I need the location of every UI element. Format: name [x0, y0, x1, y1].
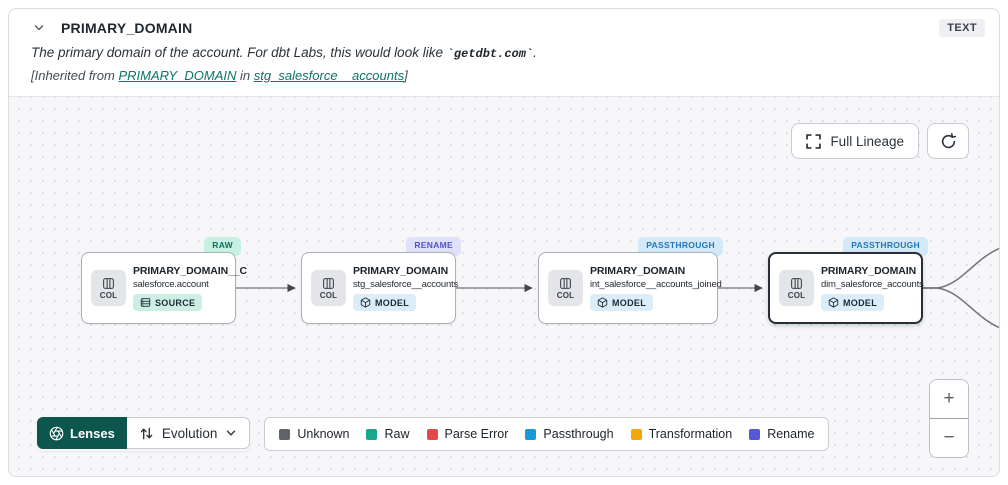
inherited-prefix: [Inherited from — [31, 68, 119, 83]
lens-controls: Lenses Evolution Unknown Raw Parse Error… — [37, 417, 830, 451]
lineage-node-staging[interactable]: RENAME COL PRIMARY_DOMAIN stg_salesforce… — [301, 237, 461, 324]
inherited-model-link[interactable]: stg_salesforce__accounts — [253, 68, 405, 83]
resource-type-badge: MODEL — [353, 294, 416, 311]
mutation-tag: RENAME — [406, 237, 461, 256]
edge-fork-up — [923, 247, 999, 289]
node-model-name: salesforce.account — [133, 279, 209, 290]
full-lineage-label: Full Lineage — [830, 133, 904, 149]
node-model-name: stg_salesforce__accounts — [353, 279, 459, 290]
mutation-tag: PASSTHROUGH — [843, 237, 928, 256]
inherited-note: [Inherited from PRIMARY_DOMAIN in stg_sa… — [31, 68, 985, 83]
legend-item: Parse Error — [426, 427, 509, 441]
zoom-divider — [930, 418, 968, 419]
lens-selector: Lenses Evolution — [37, 417, 251, 451]
node-column-name: PRIMARY_DOMAIN — [821, 265, 917, 277]
column-description: The primary domain of the account. For d… — [31, 45, 985, 61]
column-title: PRIMARY_DOMAIN — [61, 20, 193, 36]
lineage-node-source[interactable]: RAW COL PRIMARY_DOMAIN__C salesforce.acc… — [81, 237, 248, 324]
node-model-name: int_salesforce__accounts_joined — [590, 279, 722, 290]
legend-item: Passthrough — [525, 427, 614, 441]
columns-icon — [791, 277, 802, 289]
column-chip: COL — [91, 270, 126, 306]
aperture-icon — [49, 426, 64, 440]
mutation-legend: Unknown Raw Parse Error Passthrough Tran… — [264, 417, 830, 451]
legend-label: Raw — [384, 427, 410, 441]
inline-code: `getdbt.com` — [446, 47, 534, 61]
chevron-down-icon — [227, 430, 236, 436]
canvas-toolbar: Full Lineage — [791, 123, 969, 159]
columns-icon — [323, 277, 334, 289]
description-text: The primary domain of the account. For d… — [31, 45, 447, 60]
description-period: . — [533, 45, 537, 60]
refresh-icon — [941, 132, 956, 148]
resource-type-badge: SOURCE — [133, 294, 203, 311]
zoom-in-button[interactable]: + — [930, 380, 968, 418]
badge-label: MODEL — [843, 297, 877, 308]
legend-swatch — [366, 428, 378, 440]
legend-label: Parse Error — [444, 427, 509, 441]
column-chip: COL — [779, 270, 814, 306]
lenses-button[interactable]: Lenses — [37, 417, 127, 449]
legend-label: Passthrough — [543, 427, 614, 441]
legend-item: Rename — [749, 427, 814, 441]
legend-swatch — [279, 428, 291, 440]
resource-type-badge: MODEL — [821, 294, 884, 311]
columns-icon — [103, 277, 114, 289]
legend-swatch — [749, 428, 761, 440]
col-chip-label: COL — [787, 290, 806, 300]
mutation-tag: PASSTHROUGH — [638, 237, 723, 256]
legend-label: Transformation — [648, 427, 733, 441]
column-type-badge: TEXT — [939, 19, 985, 37]
legend-label: Unknown — [297, 427, 350, 441]
node-column-name: PRIMARY_DOMAIN__C — [133, 265, 248, 277]
col-chip-label: COL — [556, 290, 575, 300]
lineage-node-dim-selected[interactable]: PASSTHROUGH COL PRIMARY_DOMAIN dim_sales… — [768, 237, 928, 324]
source-icon — [140, 298, 151, 307]
model-cube-icon — [597, 297, 608, 308]
inherited-suffix: ] — [404, 68, 408, 83]
lenses-label: Lenses — [70, 425, 115, 441]
legend-item: Raw — [366, 427, 410, 441]
inherited-column-link[interactable]: PRIMARY_DOMAIN — [118, 68, 237, 83]
badge-label: MODEL — [612, 297, 646, 308]
badge-label: SOURCE — [155, 297, 196, 308]
legend-label: Rename — [767, 427, 815, 441]
legend-swatch — [426, 428, 438, 440]
edge-fork-down — [923, 287, 999, 329]
zoom-controls: + − — [929, 379, 969, 458]
legend-item: Unknown — [279, 427, 349, 441]
legend-swatch — [525, 428, 537, 440]
columns-icon — [560, 277, 571, 289]
collapse-chevron-icon[interactable] — [31, 20, 47, 36]
column-header: PRIMARY_DOMAIN TEXT The primary domain o… — [9, 9, 999, 91]
node-column-name: PRIMARY_DOMAIN — [353, 265, 449, 277]
evolution-icon — [140, 427, 153, 439]
selected-lens-label: Evolution — [161, 425, 218, 441]
column-details-card: PRIMARY_DOMAIN TEXT The primary domain o… — [8, 8, 1000, 477]
lineage-node-intermediate[interactable]: PASSTHROUGH COL PRIMARY_DOMAIN int_sales… — [538, 237, 723, 324]
model-cube-icon — [828, 297, 839, 308]
refresh-button[interactable] — [927, 123, 969, 159]
zoom-out-button[interactable]: − — [930, 419, 968, 457]
mutation-tag: RAW — [204, 237, 241, 256]
lineage-edges — [236, 247, 999, 329]
full-lineage-button[interactable]: Full Lineage — [791, 123, 919, 159]
column-chip: COL — [311, 270, 346, 306]
inherited-middle: in — [236, 68, 254, 83]
node-column-name: PRIMARY_DOMAIN — [590, 265, 686, 277]
lineage-canvas[interactable]: RAW COL PRIMARY_DOMAIN__C salesforce.acc… — [9, 96, 999, 476]
legend-item: Transformation — [630, 427, 733, 441]
legend-swatch — [630, 428, 642, 440]
lens-dropdown[interactable]: Evolution — [126, 417, 251, 449]
badge-label: MODEL — [375, 297, 409, 308]
resource-type-badge: MODEL — [590, 294, 653, 311]
column-chip: COL — [548, 270, 583, 306]
col-chip-label: COL — [319, 290, 338, 300]
node-model-name: dim_salesforce_accounts — [821, 279, 924, 290]
model-cube-icon — [360, 297, 371, 308]
col-chip-label: COL — [99, 290, 118, 300]
expand-icon — [806, 133, 822, 149]
